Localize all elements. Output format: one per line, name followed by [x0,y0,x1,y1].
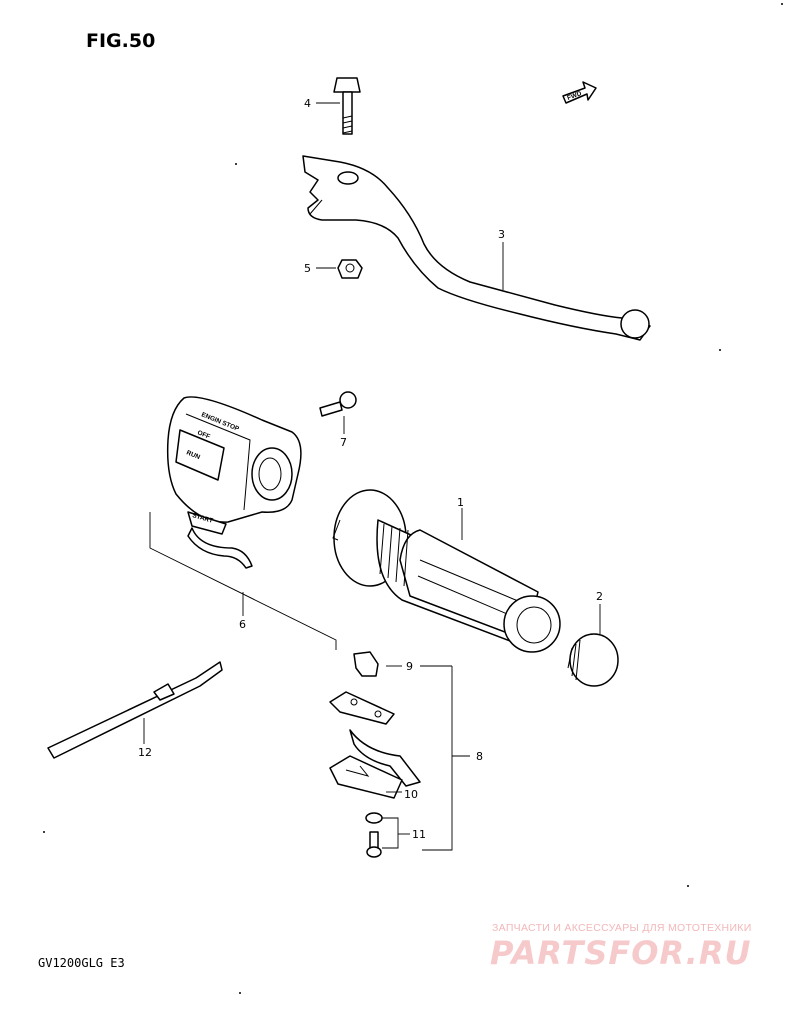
brake-lever-part-3 [302,155,651,341]
callout-9: 9 [406,660,413,673]
run-label: RUN [185,449,201,461]
model-label: GV1200GLG E3 [38,956,125,970]
callout-12: 12 [138,746,152,759]
nut-part-5 [337,259,363,279]
handlebar-switch-part-6: ENGIN STOP OFF RUN START [166,396,302,569]
callout-7: 7 [340,436,347,449]
leader-lines [143,102,601,851]
callout-6: 6 [239,618,246,631]
clip-part-9 [353,651,379,677]
fwd-arrow-icon: FWD [562,81,597,104]
screw-part-7 [319,391,357,417]
callout-3: 3 [498,228,505,241]
callout-4: 4 [304,97,311,110]
screw-part-11 [365,812,383,858]
clamp-part-10 [329,691,421,799]
fwd-label: FWD [566,90,583,102]
callout-2: 2 [596,590,603,603]
off-label: OFF [196,429,211,440]
bolt-part-4 [333,77,361,135]
watermark-tagline: ЗАПЧАСТИ И АКСЕССУАРЫ ДЛЯ МОТОТЕХНИКИ [492,922,752,934]
callout-1: 1 [457,496,464,509]
callout-5: 5 [304,262,311,275]
grip-part-1 [332,489,561,653]
figure-title: FIG.50 [86,30,156,52]
watermark-brand: PartsFor.ru [490,934,752,972]
callout-10: 10 [404,788,418,801]
scan-specks [43,3,783,994]
cable-tie-part-12 [47,661,223,759]
bar-end-cap-part-2 [567,633,619,687]
callout-11: 11 [412,828,426,841]
callout-8: 8 [476,750,483,763]
